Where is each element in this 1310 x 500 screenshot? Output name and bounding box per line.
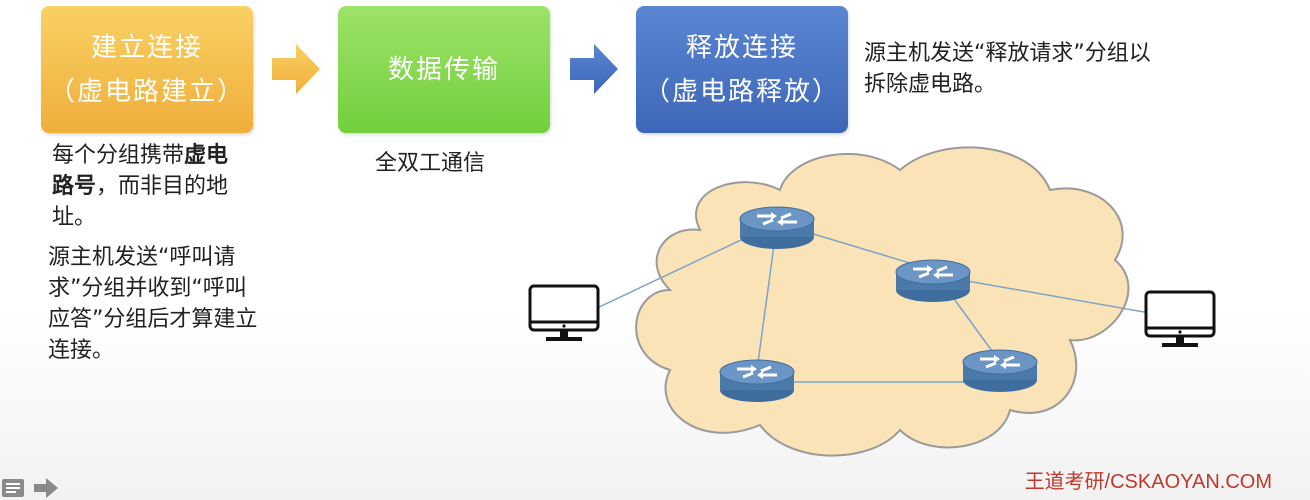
note-full-duplex: 全双工通信 (375, 151, 486, 176)
stage-release-title: 释放连接 (685, 32, 798, 63)
stage-transfer-title: 数据传输 (387, 54, 500, 85)
note-text: 每个分组携带 (52, 143, 185, 168)
host-computer-right-icon (1144, 290, 1216, 349)
right-arrow-icon (272, 44, 320, 94)
note-text: ，而非目的地址。 (52, 174, 229, 230)
router-icon (894, 258, 972, 304)
stage-connect-subtitle: （虚电路建立） (48, 76, 245, 107)
menu-icon[interactable] (2, 479, 24, 497)
stage-release-box: 释放连接 （虚电路释放） (636, 6, 848, 133)
watermark: 王道考研/CSKAOYAN.COM (1024, 471, 1272, 493)
note-virtual-circuit-number: 每个分组携带虚电路号，而非目的地址。 (52, 140, 242, 233)
host-computer-left-icon (528, 284, 600, 343)
router-icon (718, 358, 796, 404)
stage-connect-box: 建立连接 （虚电路建立） (41, 6, 253, 133)
right-arrow-icon (570, 44, 618, 94)
stage-connect-title: 建立连接 (90, 32, 203, 63)
router-icon (738, 205, 816, 251)
next-slide-icon[interactable] (34, 478, 58, 498)
network-cloud (635, 146, 1130, 457)
stage-transfer-box: 数据传输 (338, 6, 550, 133)
router-icon (961, 348, 1039, 394)
note-release-request: 源主机发送“释放请求”分组以拆除虚电路。 (864, 41, 1151, 97)
note-bold-text: 虚电路号 (52, 143, 229, 199)
stage-release-subtitle: （虚电路释放） (643, 76, 840, 107)
note-call-request: 源主机发送“呼叫请求”分组并收到“呼叫应答”分组后才算建立连接。 (48, 245, 258, 363)
slide-controls (2, 478, 58, 498)
